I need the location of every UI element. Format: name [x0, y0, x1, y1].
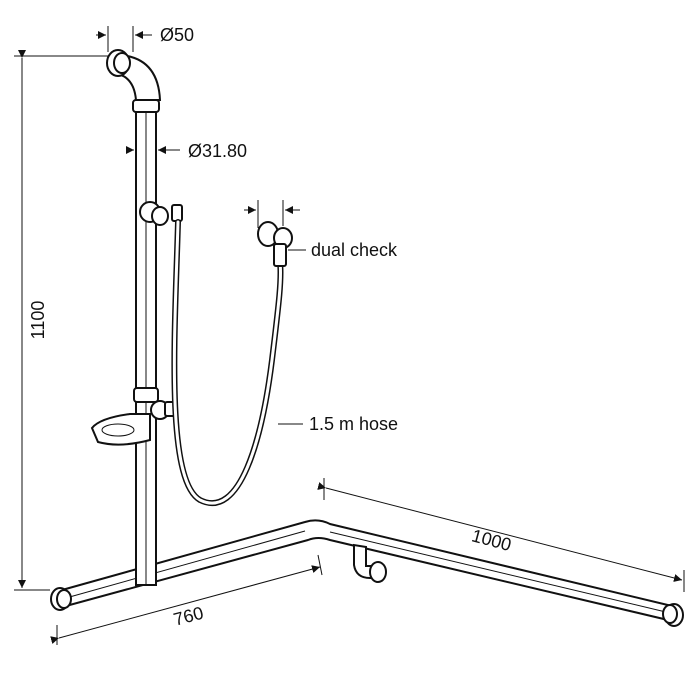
- flange-diameter-dimension: Ø50: [96, 25, 194, 52]
- vertical-rail: [90, 49, 183, 586]
- hose-label: 1.5 m hose: [309, 414, 398, 434]
- dual-check-label: dual check: [311, 240, 398, 260]
- height-dimension: 1100: [14, 50, 115, 591]
- rail-diameter-dimension: Ø31.80: [126, 141, 247, 161]
- rail-diameter-label: Ø31.80: [188, 141, 247, 161]
- dual-check-outlet: dual check: [244, 200, 398, 267]
- hose: [171, 219, 284, 506]
- height-label: 1100: [28, 301, 48, 340]
- short-leg-label: 760: [171, 603, 205, 630]
- long-leg-label: 1000: [470, 525, 514, 555]
- flange-diameter-label: Ø50: [160, 25, 194, 45]
